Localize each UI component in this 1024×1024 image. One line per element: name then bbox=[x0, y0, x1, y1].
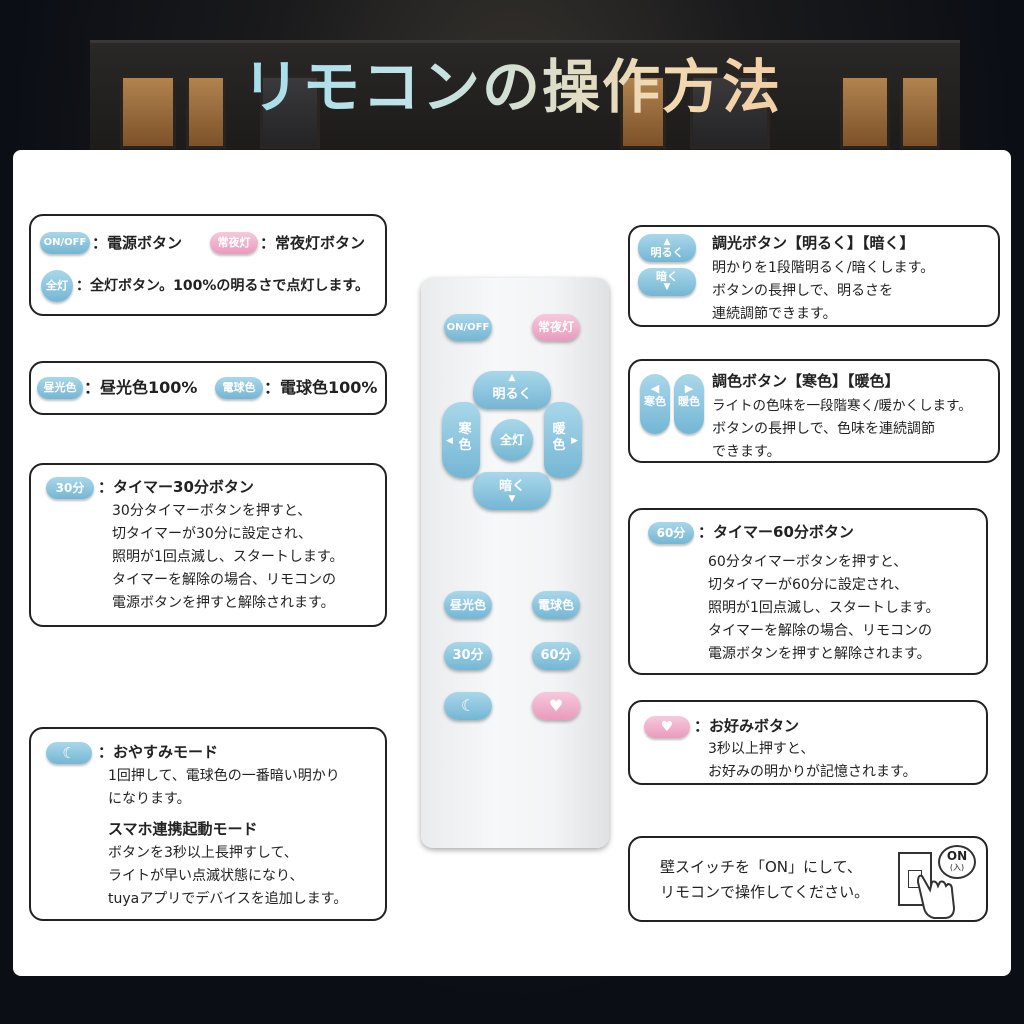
timer60-line: 60分タイマーボタンを押すと、 bbox=[708, 554, 908, 570]
page-title: リモコンの操作方法 bbox=[0, 40, 1024, 124]
timer60-line: タイマーを解除の場合、リモコンの bbox=[708, 623, 932, 639]
favorite-line: 3秒以上押すと、 bbox=[708, 741, 815, 757]
smartphone-line: ライトが早い点滅状態になり、 bbox=[108, 868, 304, 884]
house-photo bbox=[90, 40, 960, 152]
sleep-line: 1回押して、電球色の一番暗い明かり bbox=[108, 768, 340, 784]
warm-pill: ▶暖色 bbox=[674, 374, 704, 434]
daylight-pill: 昼光色 bbox=[37, 377, 83, 399]
wall-switch-line: 壁スイッチを「ON」にして、 bbox=[660, 858, 862, 876]
on-sub-label: (入) bbox=[949, 863, 965, 872]
timer60-pill: 60分 bbox=[648, 522, 694, 544]
bulb-pill: 電球色 bbox=[215, 377, 263, 399]
toning-line: ライトの色味を一段階寒く/暖かくします。 bbox=[712, 398, 972, 414]
daylight-text: ：昼光色100% bbox=[84, 378, 198, 397]
timer30-line: 照明が1回点滅し、スタートします。 bbox=[112, 549, 344, 565]
bulb-text: ：電球色100% bbox=[264, 378, 378, 397]
dimming-line: ボタンの長押しで、明るさを bbox=[712, 283, 894, 299]
remote-timer30-button[interactable]: 30分 bbox=[444, 642, 492, 670]
timer60-heading: ：タイマー60分ボタン bbox=[698, 523, 854, 541]
remote-daylight-button[interactable]: 昼光色 bbox=[444, 591, 492, 619]
cold-label: 寒色 bbox=[644, 395, 666, 408]
toning-line: できます。 bbox=[712, 444, 781, 460]
remote-warm-label: 暖色 bbox=[552, 422, 566, 453]
remote-joyato-button[interactable]: 常夜灯 bbox=[532, 314, 580, 341]
timer30-line: タイマーを解除の場合、リモコンの bbox=[112, 572, 336, 588]
timer30-pill: 30分 bbox=[46, 477, 94, 499]
warm-label: 暖色 bbox=[678, 395, 700, 408]
remote-cold-label: 寒色 bbox=[458, 422, 472, 453]
favorite-box bbox=[628, 700, 988, 785]
remote-zento-button[interactable]: 全灯 bbox=[491, 419, 533, 461]
darken-label: 暗く bbox=[656, 270, 678, 283]
onoff-text: ：電源ボタン bbox=[92, 234, 183, 252]
toning-line: ボタンの長押しで、色味を連続調節 bbox=[712, 421, 936, 437]
toning-heading: 調色ボタン【寒色】【暖色】 bbox=[712, 372, 900, 390]
heart-icon: ♥ bbox=[644, 716, 690, 738]
smartphone-line: ボタンを3秒以上長押すして、 bbox=[108, 845, 298, 861]
onoff-pill: ON/OFF bbox=[40, 232, 90, 254]
remote-bulb-button[interactable]: 電球色 bbox=[532, 591, 580, 619]
cold-pill: ◀寒色 bbox=[640, 374, 670, 434]
on-label: ON bbox=[946, 849, 968, 863]
dimming-line: 連続調節できます。 bbox=[712, 306, 837, 322]
brighten-pill: ▲明るく bbox=[638, 234, 696, 262]
favorite-line: お好みの明かりが記憶されます。 bbox=[708, 764, 917, 780]
timer30-line: 30分タイマーボタンを押すと、 bbox=[112, 503, 312, 519]
dimming-line: 明かりを1段階明るく/暗くします。 bbox=[712, 260, 935, 276]
timer30-heading: ：タイマー30分ボタン bbox=[98, 478, 254, 496]
timer30-line: 電源ボタンを押すと解除されます。 bbox=[112, 595, 335, 611]
timer60-line: 電源ボタンを押すと解除されます。 bbox=[708, 646, 931, 662]
remote-timer60-button[interactable]: 60分 bbox=[532, 642, 580, 670]
sleep-line: になります。 bbox=[108, 791, 191, 807]
joyato-pill: 常夜灯 bbox=[210, 232, 258, 254]
wall-switch-line: リモコンで操作してください。 bbox=[660, 883, 870, 901]
color-buttons-box bbox=[29, 361, 387, 415]
remote-cold-button[interactable]: ◀寒色 bbox=[442, 402, 480, 478]
remote-control bbox=[421, 278, 609, 848]
timer60-line: 照明が1回点滅し、スタートします。 bbox=[708, 600, 940, 616]
timer60-line: 切タイマーが60分に設定され、 bbox=[708, 577, 908, 593]
remote-darken-button[interactable]: 暗く▼ bbox=[473, 472, 551, 510]
brighten-label: 明るく bbox=[650, 246, 684, 259]
dimming-heading: 調光ボタン【明るく】【暗く】 bbox=[712, 234, 915, 252]
remote-moon-icon-button[interactable]: ☾ bbox=[444, 692, 492, 720]
timer30-line: 切タイマーが30分に設定され、 bbox=[112, 526, 312, 542]
smartphone-heading: スマホ連携起動モード bbox=[108, 820, 258, 838]
joyato-text: ：常夜灯ボタン bbox=[260, 234, 366, 252]
smartphone-line: tuyaアプリでデバイスを追加します。 bbox=[108, 891, 348, 907]
remote-warm-button[interactable]: 暖色▶ bbox=[544, 402, 582, 478]
zento-pill: 全灯 bbox=[41, 270, 73, 302]
moon-icon: ☾ bbox=[46, 742, 92, 764]
darken-pill: 暗く▼ bbox=[638, 268, 696, 296]
on-bubble: ON(入) bbox=[938, 845, 976, 879]
zento-text: ：全灯ボタン。100%の明るさで点灯します。 bbox=[76, 278, 370, 294]
remote-heart-icon-button[interactable]: ♥ bbox=[532, 692, 580, 720]
remote-brighten-button[interactable]: ▲明るく bbox=[473, 371, 551, 409]
remote-onoff-button[interactable]: ON/OFF bbox=[444, 314, 492, 341]
remote-darken-label: 暗く bbox=[498, 479, 525, 494]
power-buttons-box bbox=[29, 214, 387, 316]
hand-icon bbox=[916, 874, 956, 919]
sleep-heading: ：おやすみモード bbox=[98, 743, 219, 761]
remote-brighten-label: 明るく bbox=[492, 387, 532, 402]
favorite-heading: ：お好みボタン bbox=[694, 717, 800, 735]
